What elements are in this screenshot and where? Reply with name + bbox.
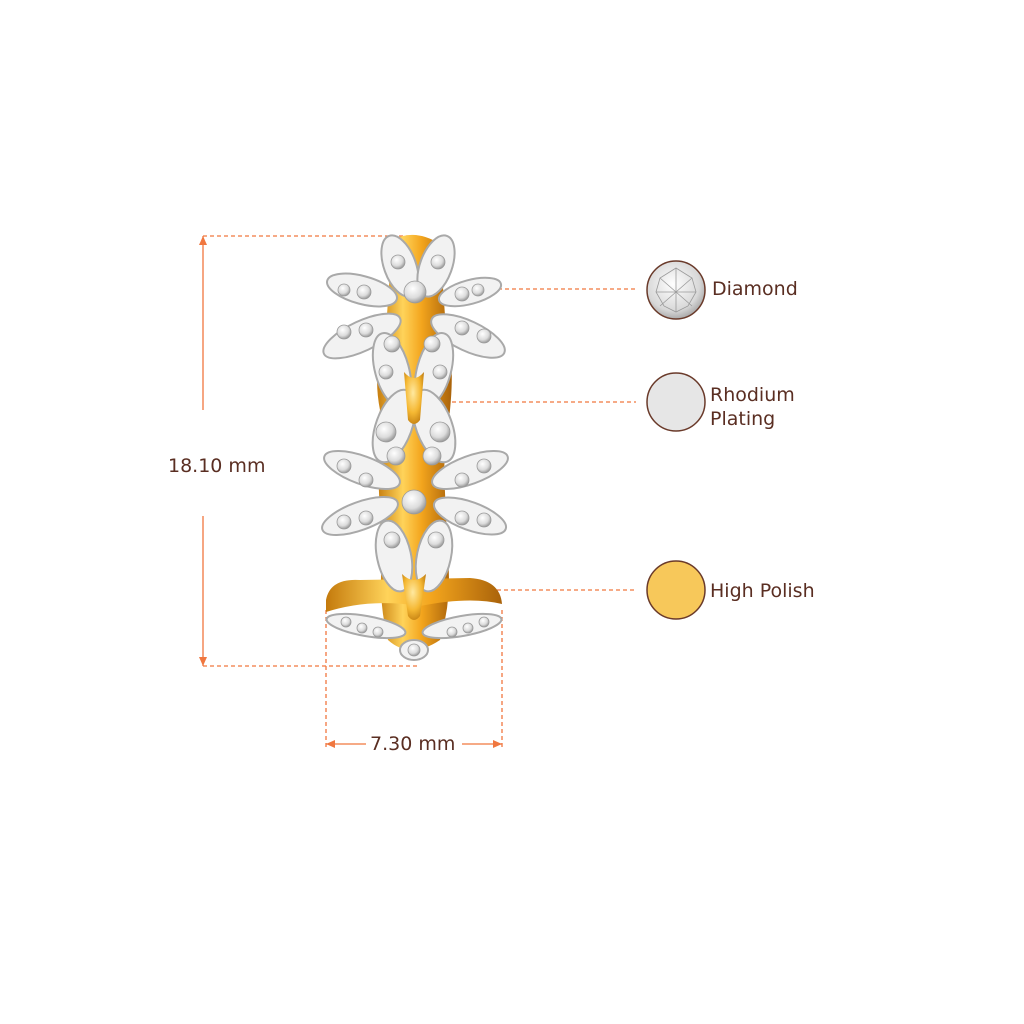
leader-lines <box>203 235 636 748</box>
arrow-left <box>326 740 335 748</box>
diamond-label: Diamond <box>712 278 798 300</box>
height-dimension-label: 18.10 mm <box>168 455 266 477</box>
legend-swatches <box>646 260 706 620</box>
diamond-facets <box>655 267 697 313</box>
rhodium-swatch <box>646 372 706 432</box>
polish-label: High Polish <box>710 580 815 602</box>
arrow-right <box>493 740 502 748</box>
gold-accent-upper <box>404 372 424 424</box>
gold-accent-lower <box>402 574 426 620</box>
rhodium-label-line2: Plating <box>710 408 776 430</box>
arrow-top <box>199 236 207 245</box>
stones <box>336 254 492 657</box>
earring-illustration <box>321 234 509 661</box>
width-dimension-label: 7.30 mm <box>370 733 456 755</box>
rhodium-label-line1: Rhodium <box>710 384 795 406</box>
gold-swatch <box>646 560 706 620</box>
arrow-bottom <box>199 657 207 666</box>
